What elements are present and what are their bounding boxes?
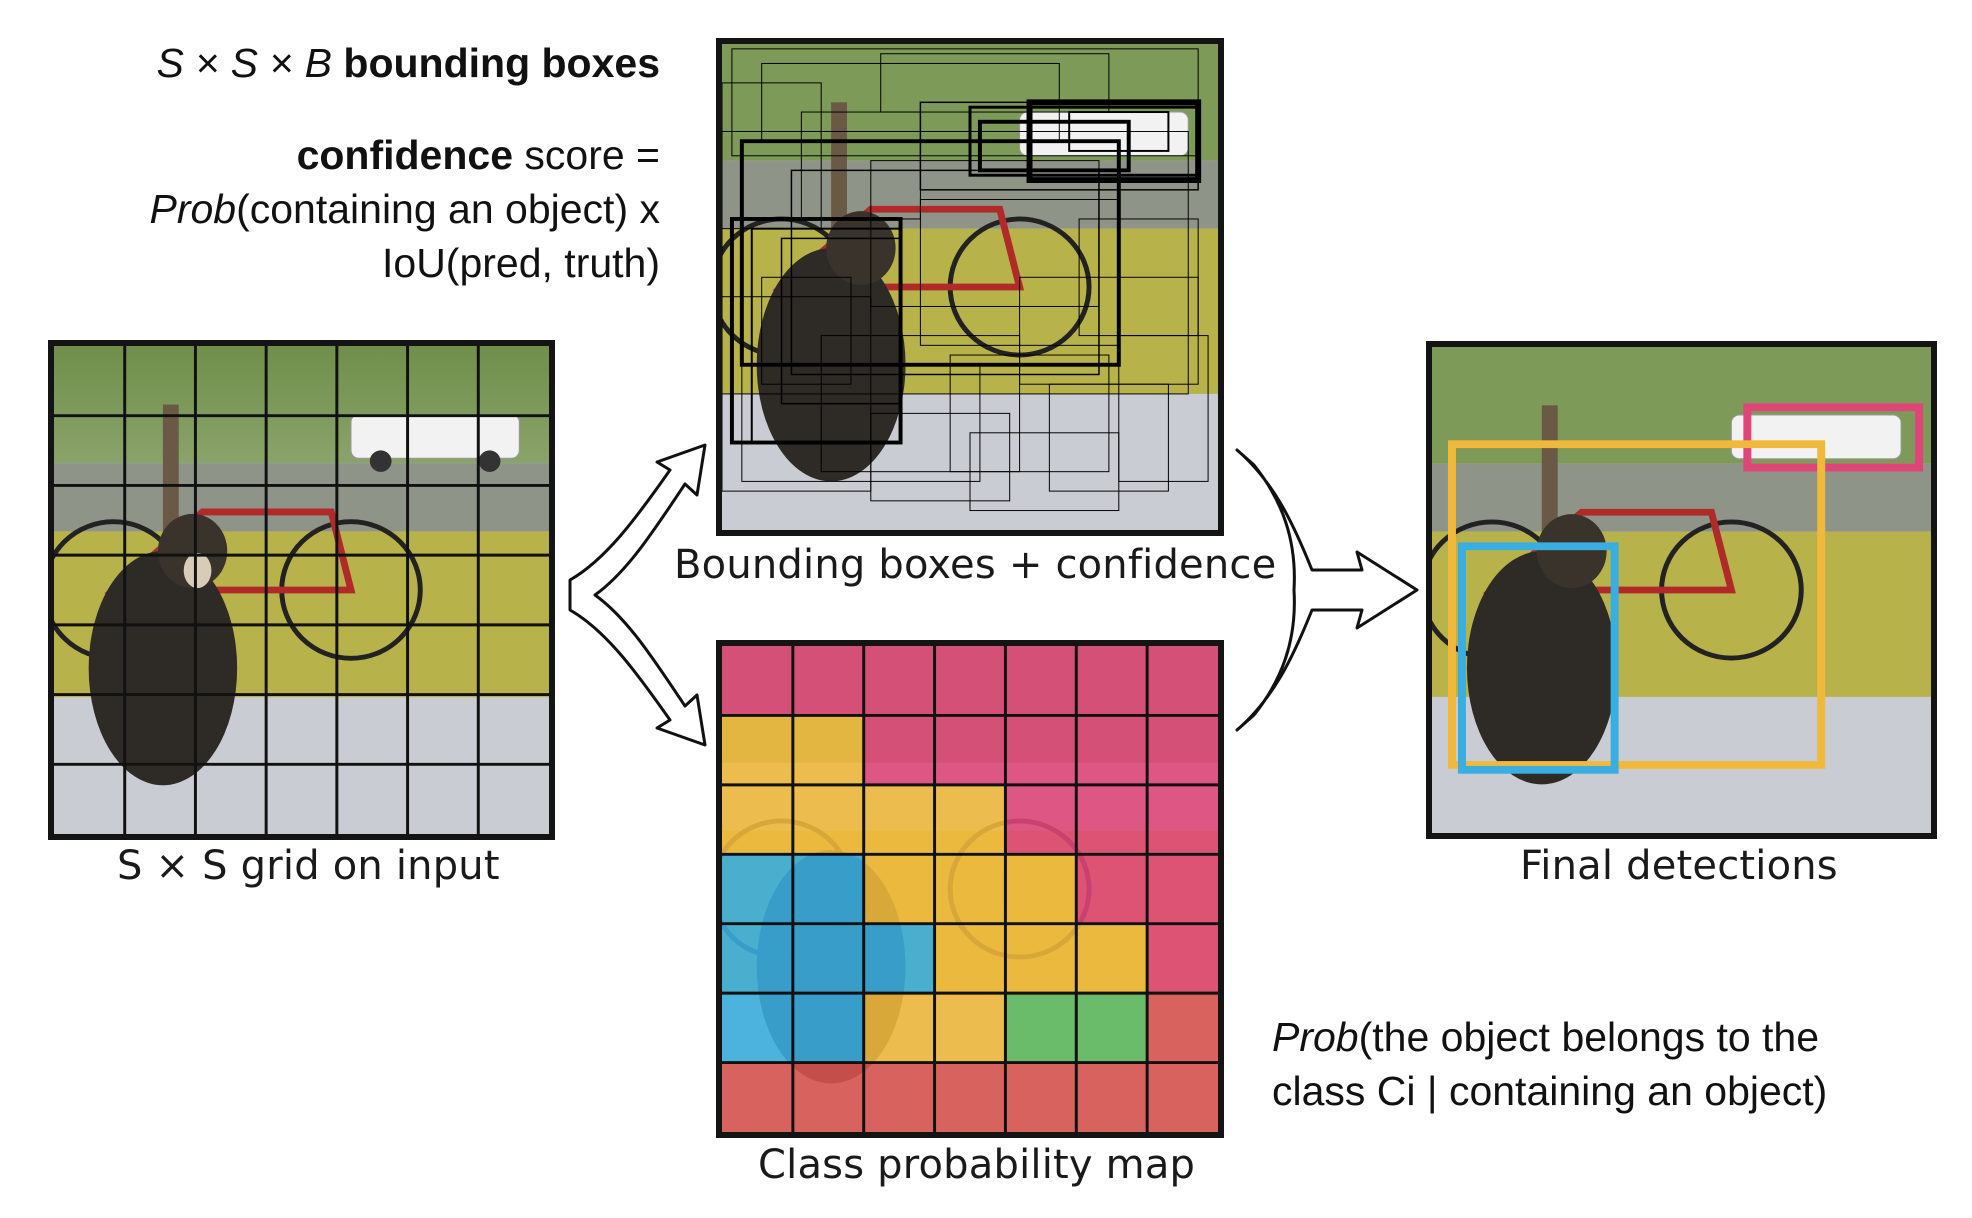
- prob-cell-pink: [863, 646, 935, 716]
- prob-cell-red: [1147, 1062, 1218, 1132]
- prob-cell-blue: [863, 923, 935, 994]
- prob-cell-yellow: [792, 715, 864, 785]
- prob-cell-yellow: [1005, 854, 1077, 924]
- prob-cell-pink: [1005, 715, 1077, 785]
- prob-cell-yellow: [863, 854, 935, 924]
- prob-cell-pink: [1076, 646, 1148, 716]
- prob-cell-pink: [1005, 646, 1077, 716]
- prob-cell-pink: [792, 646, 864, 716]
- prob-map-cells: [722, 646, 1218, 1132]
- caption-class-probability-map: Class probability map: [758, 1142, 1196, 1188]
- confidence-prob-word: Prob: [149, 186, 237, 232]
- merge-arrow-icon: [1235, 448, 1419, 732]
- prob-cell-red: [1147, 993, 1218, 1063]
- bounding-box-overlay: [722, 48, 1209, 512]
- prob-cell-red: [722, 1062, 793, 1132]
- prob-cell-red: [863, 1062, 935, 1132]
- prob-cell-pink: [722, 646, 793, 716]
- caption-bounding-boxes: Bounding boxes + confidence: [674, 542, 1277, 588]
- prob-cell-yellow: [863, 993, 935, 1063]
- input-photo: [54, 346, 549, 834]
- prob-cell-yellow: [792, 784, 864, 855]
- bbox-label: bounding boxes: [343, 40, 660, 86]
- prob-cell-yellow: [1076, 923, 1148, 994]
- confidence-iou-text: IoU(pred, truth): [382, 240, 660, 286]
- prob-cell-yellow: [934, 854, 1006, 924]
- prob-cell-blue: [722, 993, 793, 1063]
- prob-cell-pink: [1147, 923, 1218, 994]
- input-grid-panel: [48, 340, 555, 840]
- prob-cell-blue: [792, 854, 864, 924]
- class-probability-note: Prob(the object belongs to the class Ci …: [1272, 1010, 1827, 1118]
- prob-cell-pink: [934, 715, 1006, 785]
- caption-grid: S × S grid on input: [117, 843, 500, 889]
- prob-cell-blue: [722, 923, 793, 994]
- bbox-symbol: S × S × B: [156, 40, 333, 86]
- split-arrow-icon: [568, 443, 707, 747]
- grid-overlay: [54, 346, 549, 834]
- prob-cell-yellow: [1005, 923, 1077, 994]
- prob-cell-pink: [934, 646, 1006, 716]
- prob-cell-pink: [1147, 854, 1218, 924]
- caption-final-detections: Final detections: [1520, 843, 1838, 889]
- prob-cell-blue: [722, 854, 793, 924]
- class-probability-map-panel: [716, 640, 1224, 1138]
- prob-cell-red: [934, 1062, 1006, 1132]
- prob-cell-pink: [1076, 715, 1148, 785]
- confidence-word: confidence: [296, 132, 514, 178]
- confidence-score-text: score =: [513, 132, 660, 178]
- prob-cell-blue: [792, 923, 864, 994]
- prob-cell-yellow: [722, 784, 793, 855]
- class-prob-word: Prob: [1272, 1014, 1359, 1060]
- prob-cell-green: [1005, 993, 1077, 1063]
- prob-cell-yellow: [863, 784, 935, 855]
- prob-cell-red: [1076, 1062, 1148, 1132]
- bounding-boxes-note: S × S × B bounding boxes: [157, 36, 661, 90]
- class-prob-text-1: (the object belongs to the: [1358, 1014, 1820, 1060]
- prob-cell-pink: [1147, 715, 1218, 785]
- prob-cell-yellow: [722, 715, 793, 785]
- prob-cell-green: [1076, 993, 1148, 1063]
- prob-cell-pink: [863, 715, 935, 785]
- final-detections-panel: [1426, 341, 1937, 839]
- detection-box-bicycle: [1447, 440, 1826, 769]
- confidence-note: confidence score = Prob(containing an ob…: [149, 128, 660, 290]
- grid-overlay: [722, 646, 1218, 1132]
- prob-cell-yellow: [934, 784, 1006, 855]
- tree-trunk: [162, 404, 179, 542]
- prob-cell-yellow: [934, 993, 1006, 1063]
- detection-box-car: [1743, 403, 1924, 472]
- prob-cell-red: [792, 1062, 864, 1132]
- prob-cell-red: [1005, 1062, 1077, 1132]
- detection-box-dog: [1457, 542, 1619, 774]
- detection-boxes: [1447, 403, 1924, 774]
- bounding-boxes-panel: [716, 38, 1224, 536]
- class-prob-text-2: class Ci | containing an object): [1272, 1068, 1828, 1114]
- prob-cell-blue: [792, 993, 864, 1063]
- prob-cell-pink: [1147, 784, 1218, 855]
- prob-cell-pink: [1076, 854, 1148, 924]
- prob-cell-pink: [1005, 784, 1077, 855]
- confidence-prob-text: (containing an object) x: [236, 186, 660, 232]
- prob-cell-yellow: [934, 923, 1006, 994]
- prob-cell-pink: [1076, 784, 1148, 855]
- prob-cell-pink: [1147, 646, 1218, 716]
